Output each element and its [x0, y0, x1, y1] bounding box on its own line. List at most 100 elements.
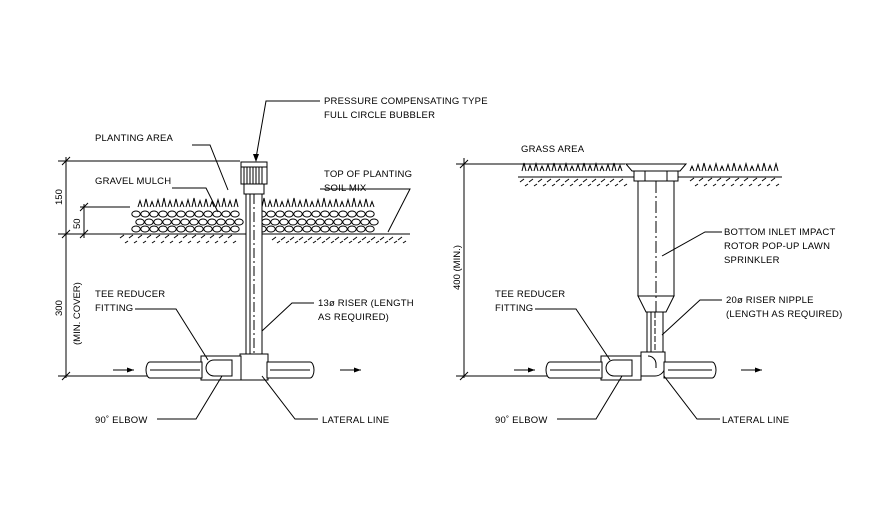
- soil-mark: [357, 240, 362, 244]
- gravel-stone: [356, 210, 366, 218]
- soil-mark: [707, 177, 713, 182]
- soil-mark: [271, 236, 277, 241]
- soil-mark: [582, 178, 588, 183]
- gravel-stone: [293, 210, 303, 218]
- gravel-stone: [261, 218, 271, 226]
- soil-mark: [196, 240, 201, 244]
- soil-mark: [721, 183, 726, 187]
- soil-mark: [730, 183, 735, 187]
- gravel-stone: [356, 225, 366, 233]
- soil-mark: [133, 240, 138, 244]
- gravel-stone: [234, 218, 244, 226]
- soil-mark: [623, 183, 628, 187]
- left-dimension-lines: [58, 156, 240, 381]
- soil-mark: [232, 240, 237, 244]
- right-elbow-label: 90˚ ELBOW: [495, 415, 547, 426]
- soil-mark: [142, 240, 147, 244]
- soil-mark: [614, 183, 619, 187]
- dim-150: 150: [54, 189, 65, 205]
- soil-mark: [178, 240, 183, 244]
- soil-mark: [182, 234, 188, 239]
- soil-mark: [214, 240, 219, 244]
- right-lateral-line: [545, 361, 717, 379]
- dim-400: 400 (MIN.): [452, 245, 463, 290]
- soil-mark: [128, 234, 134, 239]
- left-riser: [245, 193, 263, 355]
- soil-mark: [698, 177, 704, 182]
- soil-mark: [734, 177, 740, 182]
- gravel-stone: [333, 218, 343, 226]
- soil-mark: [573, 178, 579, 183]
- gravel-stone: [320, 210, 330, 218]
- gravel-stone: [149, 225, 159, 233]
- gravel-stone: [131, 225, 141, 233]
- grass-blades: [521, 161, 623, 172]
- gravel-stone: [207, 218, 217, 226]
- left-elbow-label: 90˚ ELBOW: [95, 415, 147, 426]
- sprinkler-label-line2: ROTOR POP-UP LAWN: [724, 241, 830, 252]
- dim-300: 300: [54, 300, 65, 316]
- gravel-stone: [176, 210, 186, 218]
- top-of-soil-label-line2: SOIL MIX: [324, 183, 367, 194]
- gravel-stone: [293, 225, 303, 233]
- soil-mark: [609, 178, 615, 183]
- gravel-stone: [171, 218, 181, 226]
- sprinkler-label-line1: BOTTOM INLET IMPACT: [724, 227, 835, 238]
- gravel-stone: [342, 218, 352, 226]
- gravel-stone: [131, 210, 141, 218]
- soil-mark: [160, 240, 165, 244]
- left-leaders: [135, 100, 411, 420]
- right-detail: 400 (MIN.): [452, 144, 842, 426]
- gravel-stone: [167, 225, 177, 233]
- soil-mark: [227, 234, 233, 239]
- soil-mark: [712, 183, 717, 187]
- soil-mark: [528, 178, 534, 183]
- soil-mark: [587, 183, 592, 187]
- soil-mark: [205, 240, 210, 244]
- soil-mark: [173, 234, 179, 239]
- soil-mark: [379, 236, 385, 241]
- sprinkler-label-line3: SPRINKLER: [724, 255, 780, 266]
- left-tee-reducer-label-line1: TEE REDUCER: [95, 289, 165, 300]
- soil-mark: [524, 183, 529, 187]
- right-riser-nipple: [646, 311, 664, 353]
- soil-mark: [752, 177, 758, 182]
- gravel-stone: [158, 210, 168, 218]
- soil-mark: [542, 183, 547, 187]
- gravel-stone: [324, 218, 334, 226]
- soil-mark: [770, 177, 776, 182]
- soil-mark: [618, 178, 624, 183]
- gravel-stone: [212, 210, 222, 218]
- dim-50: 50: [72, 218, 83, 229]
- right-flow-arrows: [514, 367, 762, 373]
- gravel-stone: [365, 210, 375, 218]
- gravel-stone: [369, 218, 379, 226]
- gravel-stone: [351, 218, 361, 226]
- gravel-stone: [135, 218, 145, 226]
- soil-mark: [218, 234, 224, 239]
- soil-mark: [155, 234, 161, 239]
- soil-mark: [375, 240, 380, 244]
- gravel-stone: [149, 210, 159, 218]
- gravel-stone: [279, 218, 289, 226]
- gravel-stone: [284, 225, 294, 233]
- soil-mark: [519, 178, 525, 183]
- soil-mark: [325, 236, 331, 241]
- soil-mark: [209, 234, 215, 239]
- soil-mark: [370, 236, 376, 241]
- soil-mark: [560, 183, 565, 187]
- gravel-stone: [212, 225, 222, 233]
- soil-mark: [334, 236, 340, 241]
- gravel-stone: [230, 210, 240, 218]
- gravel-stone: [360, 218, 370, 226]
- soil-mark: [397, 236, 403, 241]
- soil-mark: [285, 240, 290, 244]
- left-lateral-label: LATERAL LINE: [322, 415, 389, 426]
- left-plant-texture: [137, 197, 375, 208]
- gravel-stone: [198, 218, 208, 226]
- gravel-stone: [230, 225, 240, 233]
- soil-mark: [294, 240, 299, 244]
- soil-mark: [402, 240, 407, 244]
- left-lateral-line: [145, 361, 315, 379]
- gravel-stone: [176, 225, 186, 233]
